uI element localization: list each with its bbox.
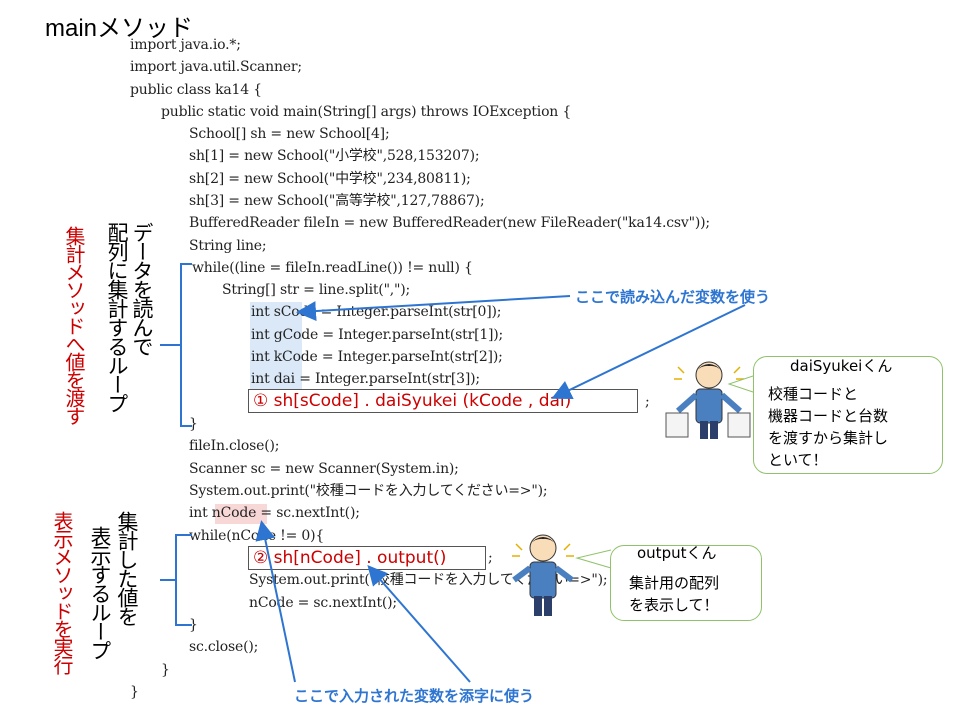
code-line: } <box>130 684 139 700</box>
person-illustration <box>665 361 751 439</box>
code-line: String[] str = line.split(","); <box>222 282 411 298</box>
code-line: import java.io.*; <box>130 37 241 53</box>
code-line: } <box>161 662 170 678</box>
daisyukei-name: daiSyukeiくん <box>790 357 893 375</box>
side-label-aggregate-loop: 配列に集計するループ <box>105 222 129 412</box>
code-line: School[] sh = new School[4]; <box>189 126 390 142</box>
side-label-display-loop: 表示するループ <box>88 526 112 659</box>
output-call-box: ② sh[nCode] . output() <box>248 546 486 570</box>
code-line: int gCode = Integer.parseInt(str[1]); <box>251 327 504 343</box>
code-line: public class ka14 { <box>130 82 262 98</box>
output-name: outputくん <box>637 544 717 562</box>
code-line: sh[1] = new School("小学校",528,153207); <box>189 148 480 164</box>
bubble-tail <box>575 549 612 569</box>
code-line: while((line = fileIn.readLine()) != null… <box>192 260 473 276</box>
code-line: sh[2] = new School("中学校",234,80811); <box>189 171 471 187</box>
code-line: nCode = sc.nextInt(); <box>249 595 397 611</box>
side-label-run-display: 表示メソッドを実行 <box>50 511 74 673</box>
callout-input-index: ここで入力された変数を添字に使う <box>294 687 535 705</box>
side-label-read-data: データを読んで <box>130 222 154 355</box>
bubble-tail <box>727 373 760 395</box>
code-line: sc.close(); <box>189 639 259 655</box>
code-line: sh[3] = new School("高等学校",127,78867); <box>189 193 485 209</box>
daisyukei-message: 校種コードと 機器コードと台数 を渡すから集計し といて！ <box>768 385 889 469</box>
daisyukei-speech-bubble: daiSyukeiくん 校種コードと 機器コードと台数 を渡すから集計し といて… <box>753 356 943 474</box>
side-label-pass-values: 集計メソッドへ値を渡す <box>62 226 86 424</box>
code-line: BufferedReader fileIn = new BufferedRead… <box>189 215 710 231</box>
code-line: } <box>189 617 198 633</box>
side-label-aggregated-values: 集計した値を <box>115 511 139 625</box>
code-line: public static void main(String[] args) t… <box>161 104 572 120</box>
code-line: import java.util.Scanner; <box>130 59 302 75</box>
code-line: int dai = Integer.parseInt(str[3]); <box>251 371 480 387</box>
output-message: 集計用の配列 を表示して！ <box>629 574 720 614</box>
code-line: Scanner sc = new Scanner(System.in); <box>189 461 459 477</box>
code-line: } <box>189 416 198 432</box>
page-title: mainメソッド <box>45 15 194 42</box>
code-line: int nCode = sc.nextInt(); <box>189 505 360 521</box>
ncode-highlight <box>215 504 267 524</box>
code-line: fileIn.close(); <box>189 438 280 454</box>
code-line: ; <box>488 550 493 566</box>
callout-read-variables: ここで読み込んだ変数を使う <box>575 288 771 306</box>
output-speech-bubble: outputくん 集計用の配列 を表示して！ <box>610 544 762 621</box>
code-line: int kCode = Integer.parseInt(str[2]); <box>251 349 503 365</box>
code-line: while(nCode != 0){ <box>189 528 325 544</box>
code-line: System.out.print("校種コードを入力してください=>"); <box>189 483 548 499</box>
variables-highlight <box>250 302 302 390</box>
code-line: ; <box>645 394 650 410</box>
bubble-cover <box>505 570 580 590</box>
code-line: String line; <box>189 238 267 254</box>
person-illustration <box>512 534 574 616</box>
